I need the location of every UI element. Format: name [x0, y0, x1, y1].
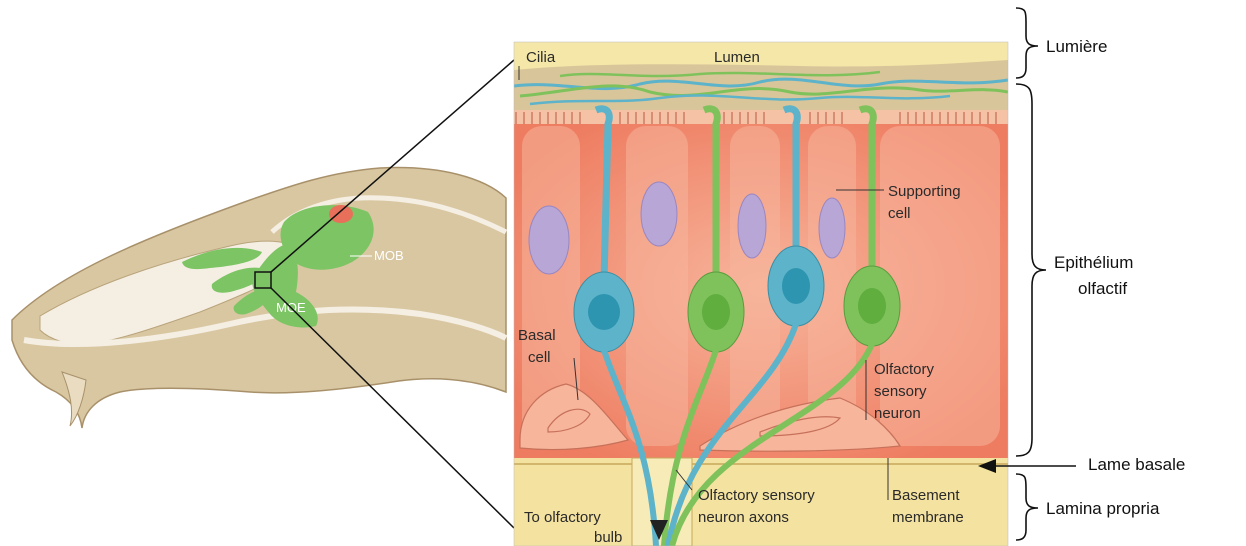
label-lumiere: Lumière — [1046, 37, 1107, 56]
to-bulb-label-2: bulb — [594, 529, 622, 546]
red-spot — [329, 205, 353, 223]
brace-lamina — [1016, 474, 1038, 540]
region-braces — [1016, 8, 1046, 540]
label-epithelium-1: Epithélium — [1054, 253, 1133, 272]
cilia-label: Cilia — [526, 49, 556, 66]
mucus-layer — [514, 60, 1008, 110]
label-epithelium-2: olfactif — [1078, 279, 1127, 298]
basal-cell-label-2: cell — [528, 349, 551, 366]
label-lamina-propria: Lamina propria — [1046, 499, 1160, 518]
rodent-skull: MOB MOE — [12, 168, 506, 428]
osn-label-1: Olfactory — [874, 361, 935, 378]
basement-label-1: Basement — [892, 487, 960, 504]
axons-label-1: Olfactory sensory — [698, 487, 815, 504]
label-lame-basale: Lame basale — [1088, 455, 1185, 474]
osn-label-2: sensory — [874, 383, 927, 400]
brace-lumiere — [1016, 8, 1038, 78]
mob-label: MOB — [374, 248, 404, 263]
to-bulb-label-1: To olfactory — [524, 509, 601, 526]
supporting-cell-label-1: Supporting — [888, 183, 961, 200]
lumen-label: Lumen — [714, 49, 760, 66]
epithelium-detail: Cilia Lumen Supporting cell Basal cell O… — [514, 42, 1008, 546]
axons-label-2: neuron axons — [698, 509, 789, 526]
supporting-cell-label-2: cell — [888, 205, 911, 222]
microvilli-border — [514, 110, 1008, 124]
brace-epithelium — [1016, 84, 1046, 456]
basal-cell-label-1: Basal — [518, 327, 556, 344]
osn-label-3: neuron — [874, 405, 921, 422]
basement-label-2: membrane — [892, 509, 964, 526]
